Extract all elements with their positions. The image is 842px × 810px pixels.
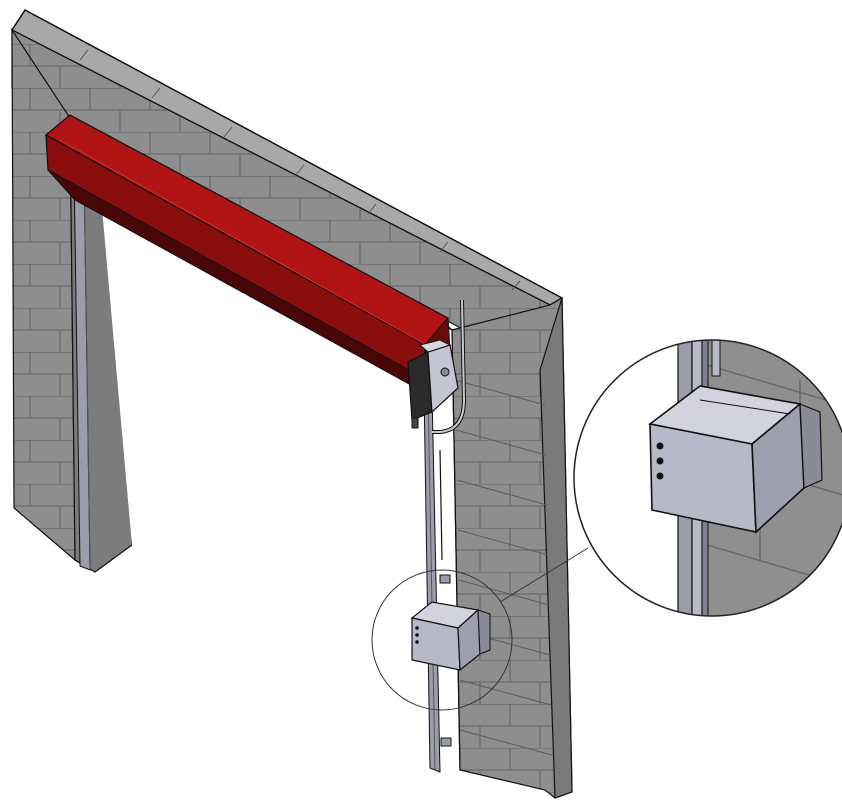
door-opening <box>95 130 452 770</box>
callout-leader-line <box>499 547 589 603</box>
wall-frame <box>10 9 573 799</box>
right-pillar-mortar <box>454 379 553 756</box>
control-button-2 <box>415 633 419 637</box>
control-button-3 <box>415 640 419 644</box>
detail-button-3 <box>656 472 664 480</box>
control-box <box>410 601 491 672</box>
right-guide-rail <box>423 299 467 773</box>
right-pillar-side-face <box>539 297 573 799</box>
right-pillar-inner-edge <box>451 329 461 771</box>
callout-source-circle <box>371 569 513 711</box>
detail-button-2 <box>656 457 664 465</box>
roller-header <box>44 114 451 391</box>
detail-callout <box>573 339 842 617</box>
lintel-top-seams <box>79 49 521 291</box>
drive-motor <box>407 339 459 429</box>
control-button-1 <box>415 626 419 630</box>
detail-button-1 <box>656 442 664 450</box>
